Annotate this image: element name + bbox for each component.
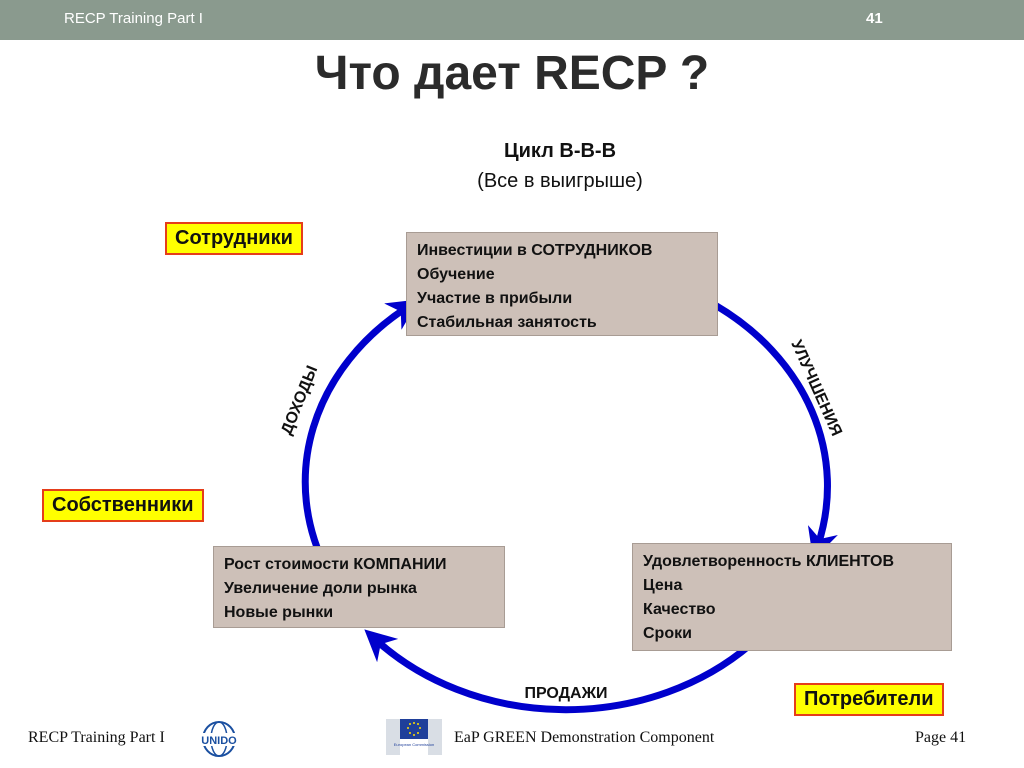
cycle-name: Цикл В-В-В (503, 140, 617, 162)
owners-box-line: Рост стоимости КОМПАНИИ (224, 556, 447, 573)
customers-box: Удовлетворенность КЛИЕНТОВ Цена Качество… (632, 543, 952, 651)
slide-number: 41 (866, 10, 883, 27)
income-arrow (301, 299, 420, 572)
footer-center-text: EaP GREEN Demonstration Component (454, 729, 715, 746)
stakeholder-employees: Сотрудники (165, 222, 303, 255)
cycle-description: (Все в выигрыше) (477, 170, 643, 192)
svg-text:European Commission: European Commission (394, 742, 434, 747)
slide-title: Что дает RECP ? (314, 47, 710, 100)
svg-text:UNIDO: UNIDO (201, 735, 237, 747)
unido-logo: UNIDO (196, 721, 242, 757)
stakeholder-owners: Собственники (42, 489, 204, 522)
employees-box-line: Инвестиции в СОТРУДНИКОВ (417, 242, 653, 259)
owners-box: Рост стоимости КОМПАНИИ Увеличение доли … (213, 546, 505, 628)
employees-box-line: Стабильная занятость (417, 314, 597, 331)
european-commission-logo: European Commission (386, 719, 442, 755)
customers-box-line: Удовлетворенность КЛИЕНТОВ (643, 553, 895, 570)
sales-label: ПРОДАЖИ (524, 685, 607, 702)
improvements-arrow (713, 301, 838, 560)
employees-box-line: Участие в прибыли (417, 290, 573, 307)
employees-box-line: Обучение (417, 266, 495, 283)
customers-box-line: Сроки (643, 625, 692, 642)
customers-box-line: Цена (643, 577, 683, 594)
stakeholder-consumers: Потребители (794, 683, 944, 716)
header-left-text: RECP Training Part I (64, 10, 203, 27)
owners-box-line: Увеличение доли рынка (224, 580, 417, 597)
footer-left-text: RECP Training Part I (28, 729, 165, 746)
footer-page-number: Page 41 (915, 729, 967, 746)
owners-box-line: Новые рынки (224, 604, 334, 621)
header-bar: RECP Training Part I 41 (0, 0, 1024, 40)
sales-arrow (364, 629, 753, 714)
customers-box-line: Качество (643, 601, 716, 618)
employees-box: Инвестиции в СОТРУДНИКОВ Обучение Участи… (406, 232, 718, 336)
